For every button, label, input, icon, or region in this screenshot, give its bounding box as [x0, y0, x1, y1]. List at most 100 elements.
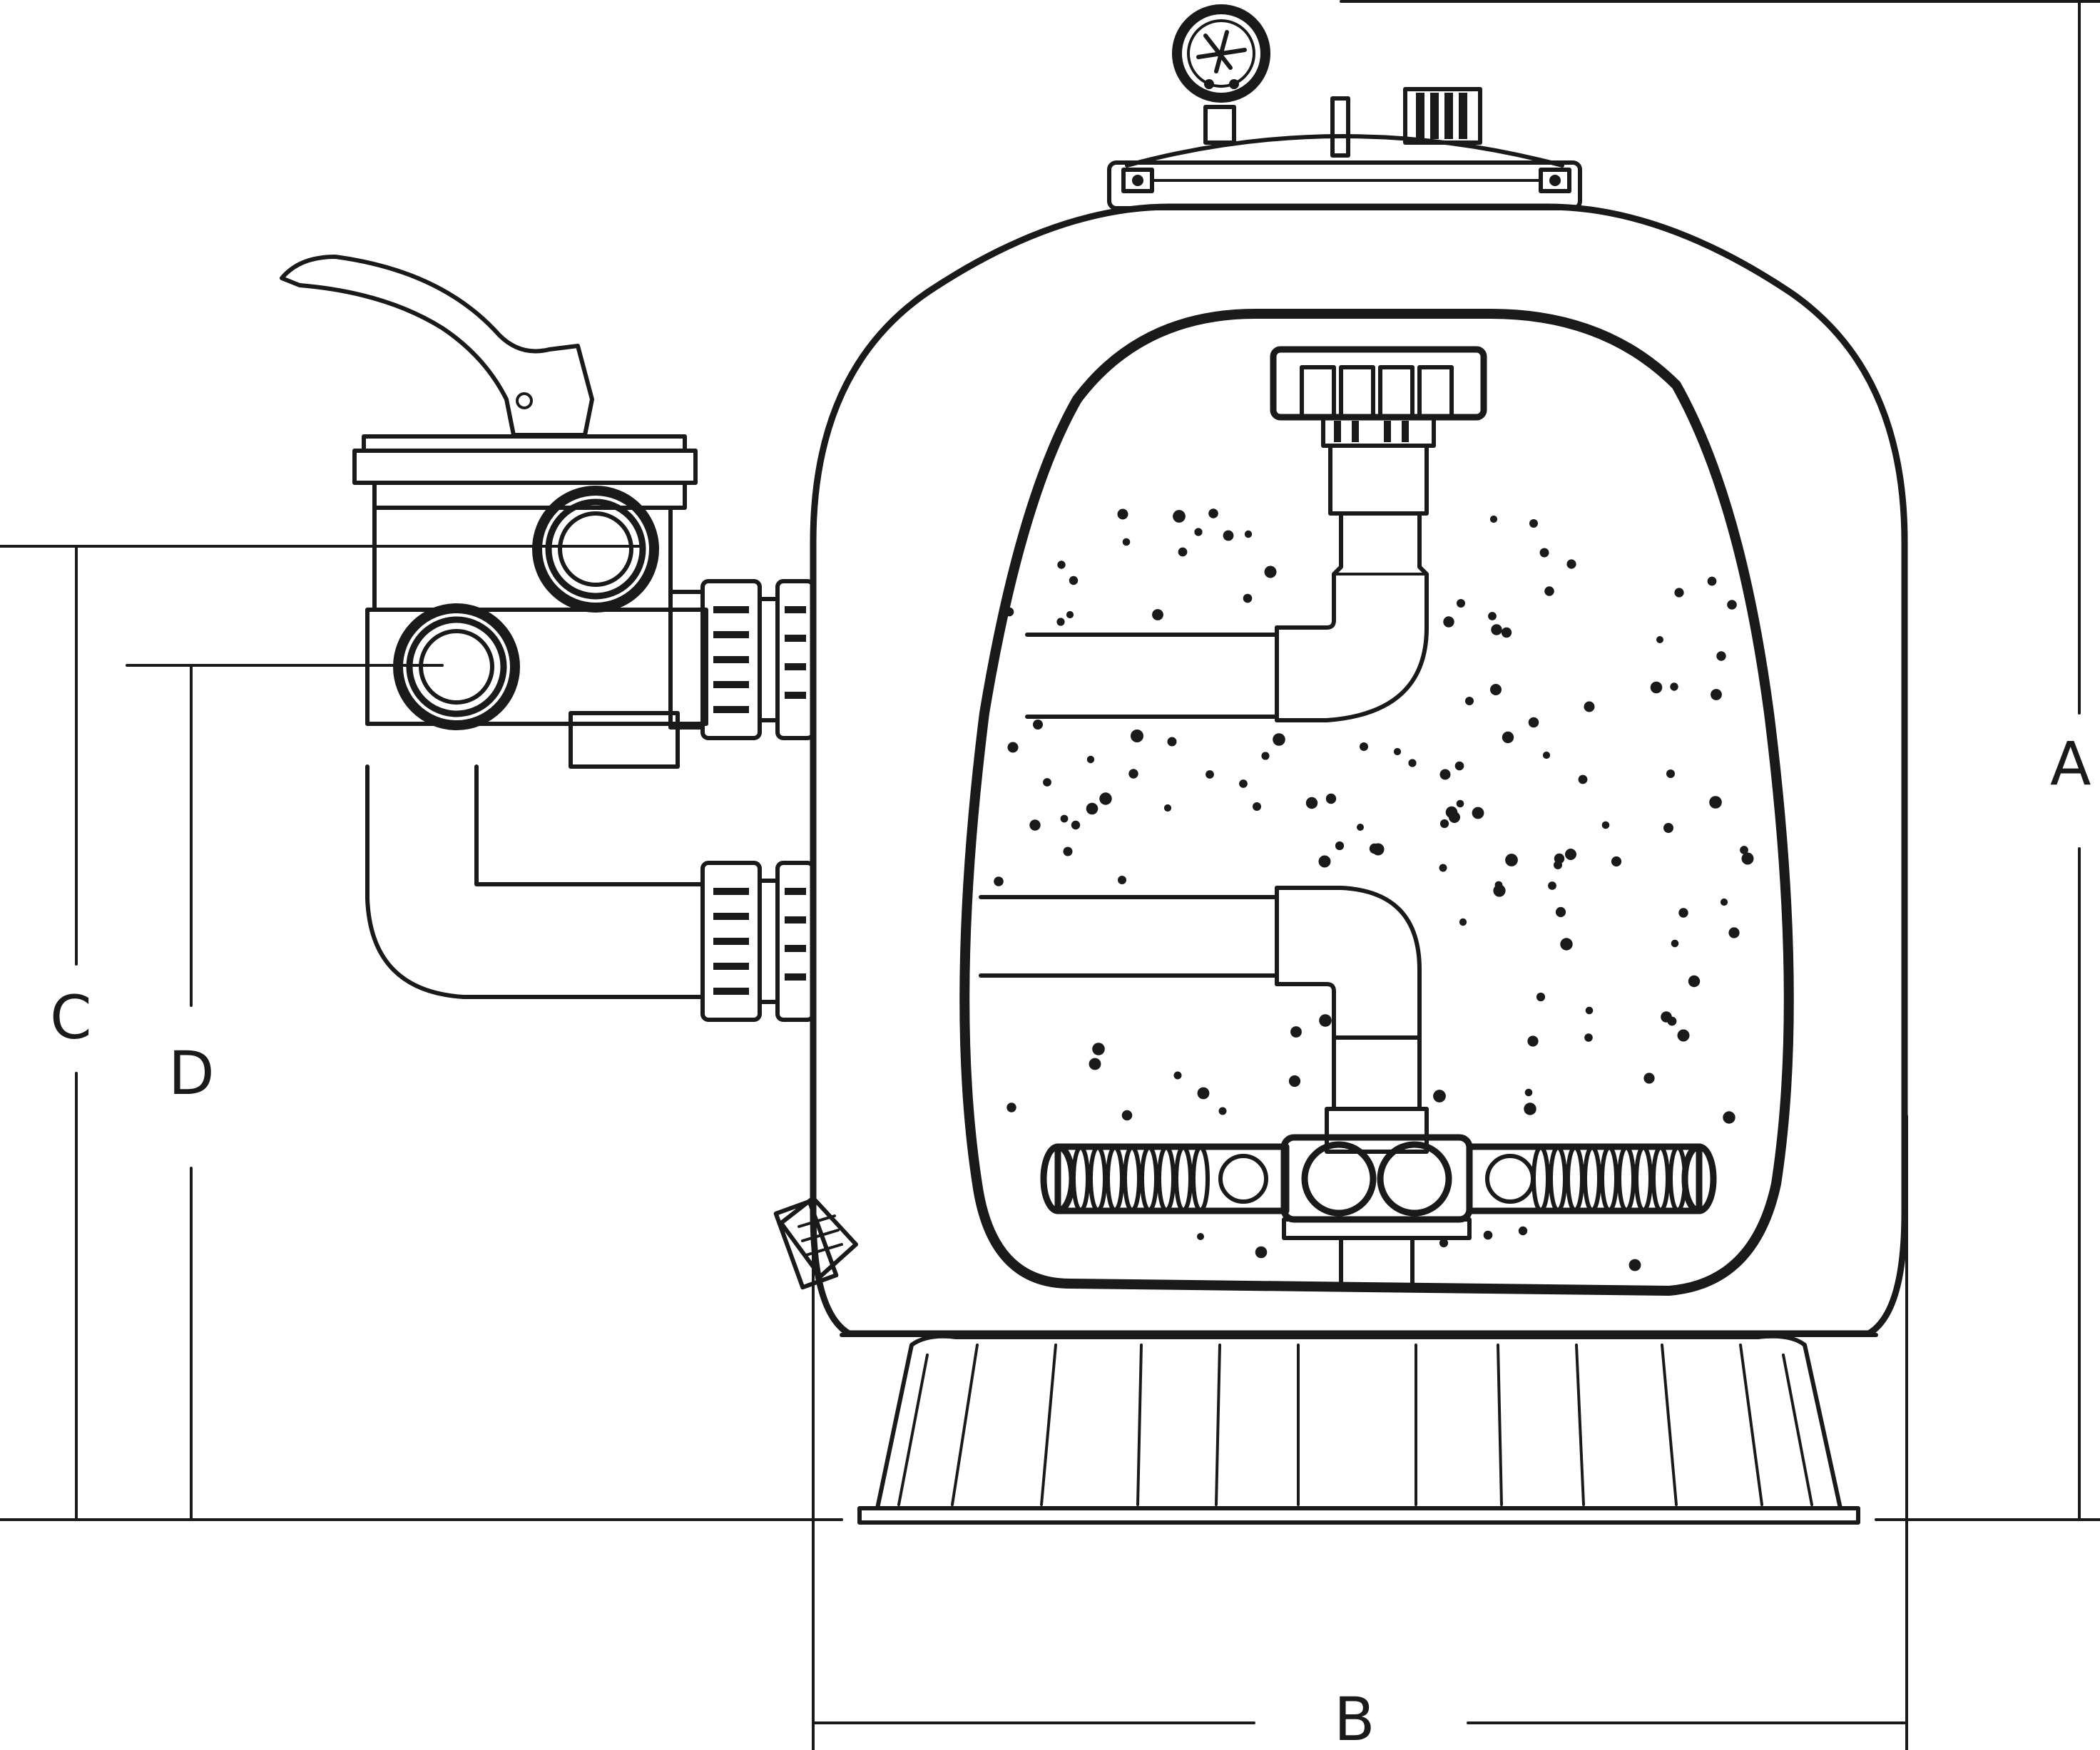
drain-plug: [773, 1196, 858, 1290]
inner-chamber: [959, 309, 1794, 1296]
bottom-laterals: [1040, 1134, 1717, 1289]
sand-speckle: [1457, 599, 1465, 608]
sand-speckle: [1357, 824, 1364, 831]
sand-speckle: [1670, 682, 1678, 691]
sand-speckle: [1318, 855, 1331, 868]
sand-speckle: [1325, 793, 1337, 804]
sand-speckle: [1490, 684, 1502, 695]
sand-speckle: [1539, 548, 1549, 558]
sand-speckle: [1408, 759, 1417, 767]
sand-speckle: [1548, 881, 1556, 890]
sand-speckle: [1131, 730, 1143, 742]
sand-speckle: [1601, 821, 1610, 829]
sand-speckle: [1661, 1011, 1672, 1023]
sand-speckle: [1728, 927, 1740, 938]
sand-speckle: [1066, 610, 1074, 619]
sand-speckle: [1585, 1006, 1594, 1015]
sand-speckle: [1554, 861, 1562, 869]
sand-speckle: [1056, 618, 1065, 626]
sand-speckle: [1716, 651, 1726, 661]
sand-speckle: [1335, 841, 1345, 851]
sand-speckle: [1489, 515, 1498, 523]
sand-speckle: [1542, 751, 1551, 759]
sand-speckle: [1536, 992, 1546, 1002]
sand-speckle: [1063, 846, 1073, 856]
lateral-rib: [1089, 1145, 1107, 1212]
sand-speckle: [1288, 1075, 1301, 1088]
lateral-rib: [1140, 1145, 1158, 1212]
sand-speckle: [1092, 1043, 1105, 1055]
valve-port-lower: [393, 603, 520, 730]
sand-speckle: [1264, 566, 1277, 578]
upper-inlet-pipe: [1025, 511, 1429, 722]
sand-speckle: [1524, 1102, 1536, 1115]
sand-speckle: [1611, 856, 1622, 867]
sand-speckle: [1086, 802, 1099, 815]
sand-speckle: [1707, 576, 1717, 586]
sand-speckle: [1472, 807, 1484, 819]
sand-speckle: [1006, 1102, 1016, 1112]
sand-speckle: [1239, 779, 1248, 788]
sand-speckle: [1518, 1226, 1528, 1236]
sand-speckle: [1223, 530, 1234, 541]
sand-speckle: [1007, 742, 1019, 753]
sand-speckle: [1544, 586, 1554, 596]
sand-speckle: [1454, 761, 1464, 771]
lateral-rib: [1617, 1145, 1636, 1212]
sand-speckle: [1501, 627, 1512, 638]
sand-speckle: [1360, 742, 1368, 751]
lateral-rib: [1583, 1145, 1601, 1212]
lateral-rib: [1549, 1145, 1567, 1212]
sand-speckle: [1033, 720, 1043, 730]
sand-speckle: [1099, 792, 1112, 805]
lateral-rib: [1157, 1145, 1176, 1212]
sand-speckle: [1666, 769, 1675, 778]
lower-connector-pipe: [365, 764, 815, 1022]
sand-speckle: [1483, 1230, 1493, 1240]
sand-speckle: [1004, 607, 1014, 617]
sand-speckle: [1643, 1073, 1655, 1084]
sand-speckle: [1244, 530, 1253, 538]
sand-speckle: [1566, 559, 1576, 569]
sand-speckle: [1433, 1090, 1446, 1102]
sand-speckle: [1505, 854, 1518, 866]
sand-speckle: [1678, 908, 1688, 918]
lower-collector-pipe: [979, 886, 1429, 1154]
dimension-label-b: B: [1334, 1684, 1375, 1750]
sand-speckle: [1118, 876, 1126, 884]
lateral-rib: [1191, 1145, 1210, 1212]
sand-speckle: [1117, 508, 1128, 520]
sand-speckle: [1163, 804, 1172, 812]
sand-speckle: [1674, 588, 1684, 598]
lateral-rib: [1123, 1145, 1141, 1212]
lateral-rib: [1531, 1145, 1550, 1212]
sand-speckle: [1443, 616, 1454, 628]
lateral-rib: [1071, 1145, 1090, 1212]
lateral-rib: [1634, 1145, 1653, 1212]
sand-speckle: [1527, 1035, 1539, 1047]
dimension-label-a: A: [2050, 729, 2091, 799]
dimension-label-d: D: [168, 1038, 215, 1108]
sand-speckle: [1206, 770, 1214, 779]
dimension-label-c: C: [50, 983, 92, 1053]
lateral-rib: [1651, 1145, 1670, 1212]
filter-sand-media: [994, 508, 1754, 1271]
sand-speckle: [1656, 636, 1663, 643]
sand-speckle: [1029, 819, 1041, 831]
multiport-valve: [280, 255, 708, 769]
sand-speckle: [994, 876, 1004, 886]
lateral-rib: [1566, 1145, 1584, 1212]
sand-speckle: [1439, 769, 1451, 780]
lateral-rib: [1600, 1145, 1619, 1212]
sand-speckle: [1584, 701, 1595, 712]
sand-speckle: [1491, 624, 1502, 635]
sand-speckle: [1740, 846, 1748, 854]
upper-connector: [668, 579, 815, 740]
sand-speckle: [1290, 1026, 1302, 1038]
sand-speckle: [1086, 755, 1095, 764]
sand-speckle: [1741, 852, 1754, 865]
sand-speckle: [1688, 975, 1701, 988]
sand-speckle: [1720, 898, 1728, 906]
sand-speckle: [1122, 538, 1131, 546]
sand-speckle: [1488, 612, 1497, 620]
